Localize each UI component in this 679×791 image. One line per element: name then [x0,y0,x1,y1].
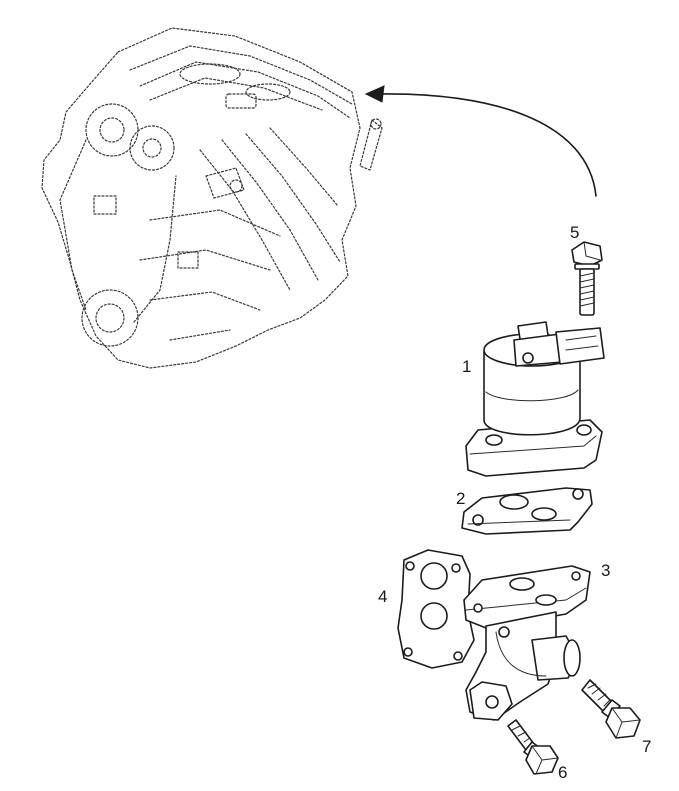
callout-2: 2 [456,489,465,508]
callout-4: 4 [378,587,387,606]
callout-6: 6 [558,763,567,782]
engine-illustration [41,27,383,369]
callout-7: 7 [642,737,651,756]
egr-valve [465,321,605,477]
location-arrow [364,85,597,197]
callout-1: 1 [462,357,471,376]
bolt-top [571,241,603,316]
bolt-small [507,719,559,775]
gasket-upper [461,487,593,535]
bolt-long [581,679,641,739]
gasket-lower [397,549,475,669]
callout-3: 3 [601,561,610,580]
adapter-flange [463,565,591,721]
callout-5: 5 [570,223,579,242]
